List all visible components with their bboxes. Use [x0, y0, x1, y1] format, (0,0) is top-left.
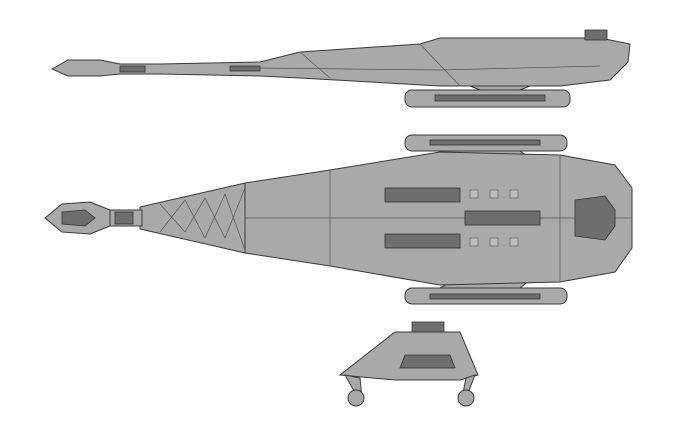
truss-lattice — [159, 187, 246, 251]
truss-boom — [139, 182, 246, 254]
hull-hatch — [509, 189, 519, 199]
side-view — [50, 29, 631, 108]
side-pylon — [469, 85, 531, 91]
hull-hatch — [469, 237, 479, 247]
hull-hatch — [509, 237, 519, 247]
side-detail — [229, 65, 261, 72]
hull-hatch — [489, 237, 499, 247]
neck-detail — [114, 211, 134, 225]
hull-panel-lines — [245, 155, 632, 282]
side-panel-line-2 — [299, 43, 461, 87]
hull-vent-middle — [464, 210, 541, 226]
main-hull — [244, 151, 633, 286]
front-nacelle-right — [457, 389, 475, 407]
side-panel-line — [259, 65, 601, 71]
hull-vent-upper — [384, 187, 461, 203]
hull-hatch — [489, 189, 499, 199]
command-pod-detail — [61, 209, 96, 227]
front-dorsal-cap — [411, 321, 445, 333]
front-nacelle-left — [347, 389, 365, 407]
front-detail — [399, 354, 456, 369]
side-nacelle-panel — [434, 94, 546, 102]
nacelle-panel-upper — [429, 139, 541, 146]
rear-bridge-structure — [574, 195, 616, 241]
hull-vent-lower — [384, 233, 461, 249]
nacelle-panel-lower — [429, 293, 541, 300]
front-view — [338, 321, 479, 407]
top-view — [44, 134, 633, 305]
hull-hatch — [469, 189, 479, 199]
side-hull — [50, 37, 631, 87]
side-neck-detail — [119, 65, 146, 73]
side-sensor-dome — [584, 29, 608, 41]
